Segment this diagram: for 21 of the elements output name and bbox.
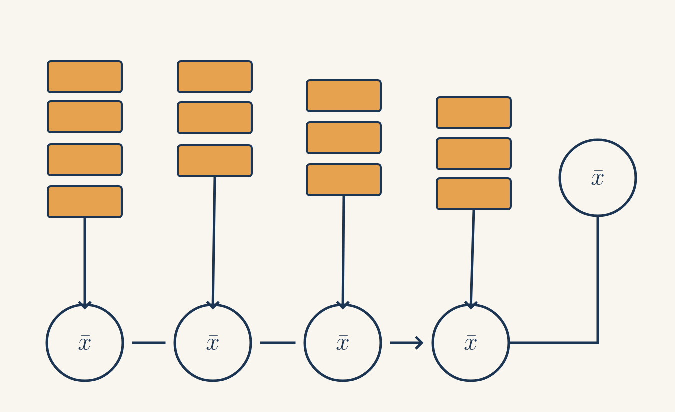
bar-block — [177, 60, 253, 94]
connector-line — [510, 217, 600, 344]
bar-block — [47, 144, 123, 176]
bar-block — [47, 100, 123, 134]
bar-block — [436, 138, 512, 170]
arrow — [390, 336, 424, 350]
bar-block — [47, 186, 123, 218]
arrow — [464, 210, 478, 310]
bar-block — [306, 122, 382, 154]
bar-block — [306, 80, 382, 112]
arrow — [336, 196, 350, 310]
bar-block — [177, 144, 253, 178]
bar-block — [436, 96, 512, 130]
bar-block — [436, 178, 512, 210]
bar-block — [47, 60, 123, 94]
connector-line — [132, 342, 166, 344]
bar-block — [177, 102, 253, 134]
connector-line — [260, 342, 296, 344]
arrow — [206, 177, 220, 310]
arrow — [78, 218, 92, 310]
bar-block — [306, 164, 382, 196]
